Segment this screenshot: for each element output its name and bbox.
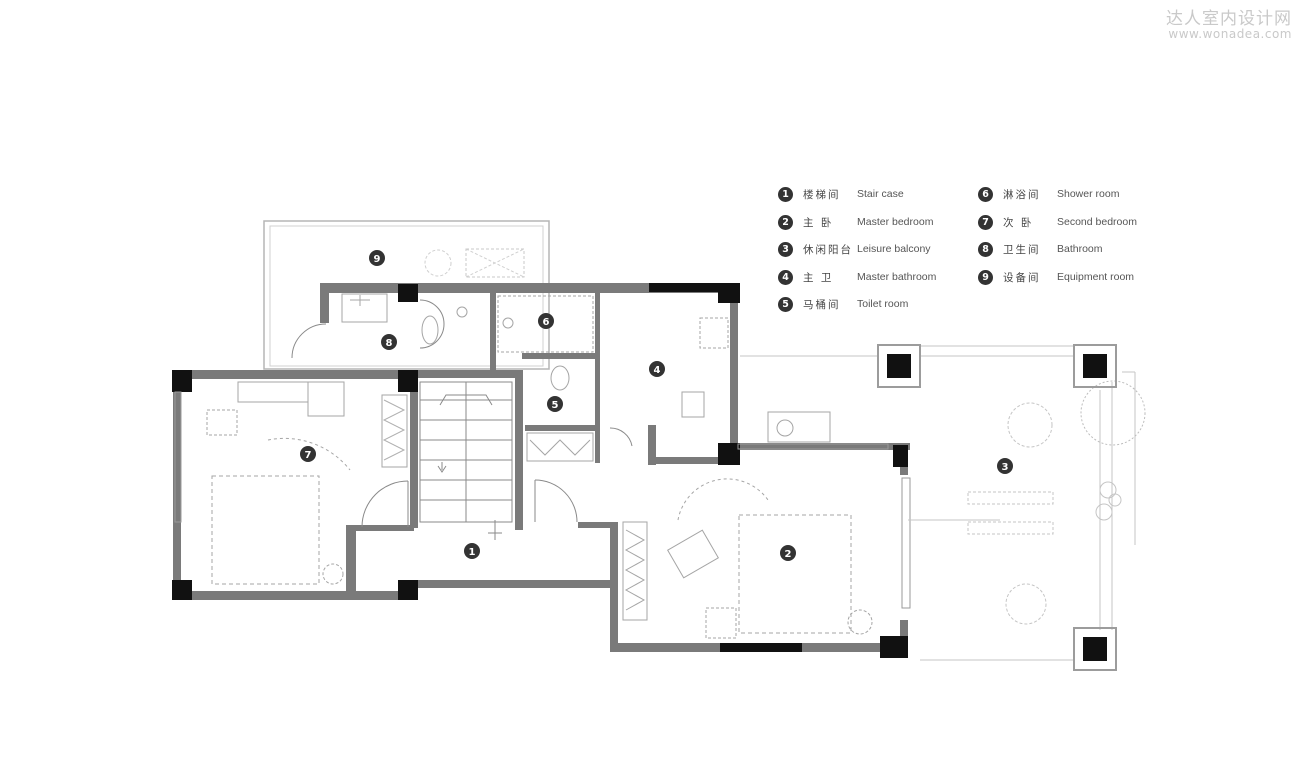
- svg-text:1: 1: [469, 547, 476, 558]
- legend-label-en: Master bedroom: [857, 216, 934, 228]
- svg-text:6: 6: [543, 317, 550, 328]
- legend-label-en: Second bedroom: [1057, 216, 1137, 228]
- walls: [173, 283, 910, 652]
- legend-number: 1: [778, 186, 793, 202]
- legend-label-cn: 淋浴间: [1003, 188, 1041, 201]
- room-label-9: 9: [369, 250, 385, 266]
- legend-label-cn: 次 卧: [1003, 216, 1034, 229]
- svg-text:9: 9: [374, 254, 381, 265]
- room-label-5: 5: [547, 396, 563, 412]
- columns: [172, 283, 908, 658]
- staircase: [419, 381, 513, 540]
- legend-label-cn: 楼梯间: [803, 188, 841, 201]
- legend-item-8: 8 卫生间 Bathroom: [978, 240, 1103, 258]
- room-label-7: 7: [300, 446, 316, 462]
- legend-number: 5: [778, 296, 793, 312]
- legend-item-3: 3 休闲阳台 Leisure balcony: [778, 240, 931, 258]
- room-label-8: 8: [381, 334, 397, 350]
- svg-text:8: 8: [386, 338, 393, 349]
- legend-label-en: Leisure balcony: [857, 243, 931, 255]
- svg-text:4: 4: [654, 365, 661, 376]
- legend-number: 2: [778, 214, 793, 230]
- watermark-url: www.wonadea.com: [1168, 27, 1292, 41]
- room-label-2: 2: [780, 545, 796, 561]
- legend-item-9: 9 设备间 Equipment room: [978, 268, 1134, 286]
- second-bedroom-furniture: [206, 381, 408, 585]
- legend-label-cn: 主 卫: [803, 271, 834, 284]
- balcony: [740, 345, 1146, 661]
- svg-text:7: 7: [305, 450, 312, 461]
- legend-label-cn: 马桶间: [803, 298, 841, 311]
- legend-number: 6: [978, 186, 993, 202]
- legend-item-6: 6 淋浴间 Shower room: [978, 185, 1119, 203]
- balcony-columns: [877, 344, 1117, 671]
- legend-label-en: Stair case: [857, 188, 904, 200]
- svg-text:3: 3: [1002, 462, 1009, 473]
- room-label-3: 3: [997, 458, 1013, 474]
- legend-label-en: Bathroom: [1057, 243, 1103, 255]
- windows: [174, 391, 911, 609]
- legend-label-cn: 设备间: [1003, 271, 1041, 284]
- legend-number: 9: [978, 269, 993, 285]
- room-label-4: 4: [649, 361, 665, 377]
- legend-label-en: Equipment room: [1057, 271, 1135, 283]
- legend-item-1: 1 楼梯间 Stair case: [778, 185, 904, 203]
- legend-item-7: 7 次 卧 Second bedroom: [978, 213, 1137, 231]
- watermark-brand: 达人室内设计网: [1166, 9, 1292, 29]
- room-label-1: 1: [464, 543, 480, 559]
- legend-label-en: Shower room: [1057, 188, 1120, 200]
- legend-label-en: Master bathroom: [857, 271, 937, 283]
- svg-text:2: 2: [785, 549, 792, 560]
- legend-item-4: 4 主 卫 Master bathroom: [778, 268, 936, 286]
- legend-label-cn: 休闲阳台: [803, 243, 853, 256]
- legend-number: 7: [978, 214, 993, 230]
- legend-number: 8: [978, 241, 993, 257]
- master-bedroom-furniture: [622, 411, 873, 639]
- legend-item-5: 5 马桶间 Toilet room: [778, 295, 908, 313]
- legend-label-en: Toilet room: [857, 298, 909, 310]
- legend-label-cn: 主 卧: [803, 216, 834, 229]
- legend-number: 3: [778, 241, 793, 257]
- svg-text:5: 5: [552, 400, 559, 411]
- legend-number: 4: [778, 269, 793, 285]
- room-label-6: 6: [538, 313, 554, 329]
- legend-item-2: 2 主 卧 Master bedroom: [778, 213, 933, 231]
- legend-label-cn: 卫生间: [1003, 243, 1041, 256]
- doors: [291, 299, 633, 528]
- bath-fixtures: [341, 293, 729, 462]
